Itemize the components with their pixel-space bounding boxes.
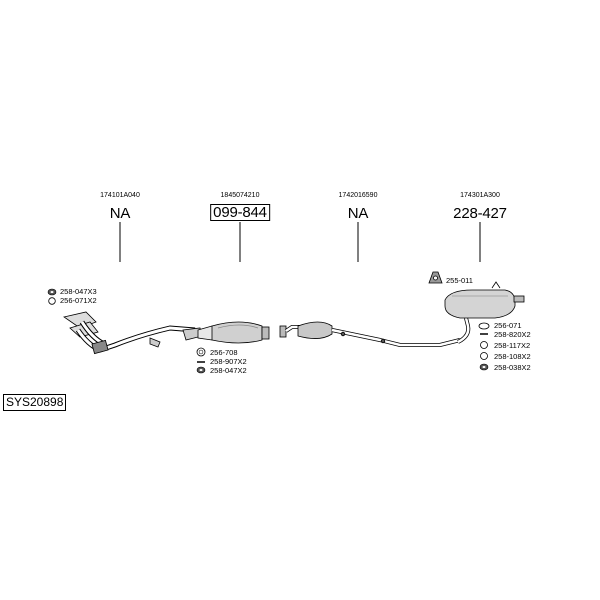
part-number-rear-silencer[interactable]: 228-427 (453, 205, 507, 222)
gasket-icon-front-2 (48, 297, 56, 305)
ring-icon-rear-3 (480, 341, 488, 349)
gasket-icon-front-1 (47, 288, 57, 296)
front-fitting-label-1[interactable]: 258-047X3 (60, 287, 97, 296)
cat-fitting-label-2[interactable]: 258-907X2 (210, 357, 247, 366)
front-fitting-label-2[interactable]: 256-071X2 (60, 296, 97, 305)
rear-fitting-label-2[interactable]: 258-820X2 (494, 330, 531, 339)
rear-silencer (444, 281, 525, 344)
oe-number-front-pipe: 174101A040 (100, 192, 140, 199)
catalyst (197, 321, 287, 344)
oe-number-middle-silencer: 1742016590 (338, 192, 378, 199)
gasket-icon-cat-1 (196, 347, 206, 357)
rear-fitting-label-4[interactable]: 258-108X2 (494, 352, 531, 361)
rubber-hanger-icon (428, 271, 443, 284)
rear-hanger-label[interactable]: 255-011 (446, 276, 473, 285)
middle-silencer (284, 321, 461, 347)
part-number-middle-silencer[interactable]: NA (347, 205, 369, 222)
gasket-icon-cat-3 (196, 366, 206, 374)
system-id-label: SYS20898 (3, 394, 67, 411)
cat-fitting-label-3[interactable]: 258-047X2 (210, 366, 247, 375)
rear-fitting-label-1[interactable]: 256-071 (494, 321, 522, 330)
clamp-icon-rear-1 (478, 322, 490, 330)
rear-fitting-label-5[interactable]: 258-038X2 (494, 363, 531, 372)
oe-number-catalyst: 1845074210 (220, 192, 260, 199)
cat-fitting-label-1[interactable]: 256-708 (210, 348, 238, 357)
front-pipe (63, 311, 203, 355)
ring-icon-rear-4 (480, 352, 488, 360)
gasket-icon-rear-5 (479, 363, 489, 371)
oe-number-rear-silencer: 174301A300 (460, 192, 500, 199)
part-number-front-pipe[interactable]: NA (109, 205, 131, 222)
rear-fitting-label-3[interactable]: 258-117X2 (494, 341, 531, 350)
part-number-catalyst[interactable]: 099-844 (210, 204, 270, 221)
